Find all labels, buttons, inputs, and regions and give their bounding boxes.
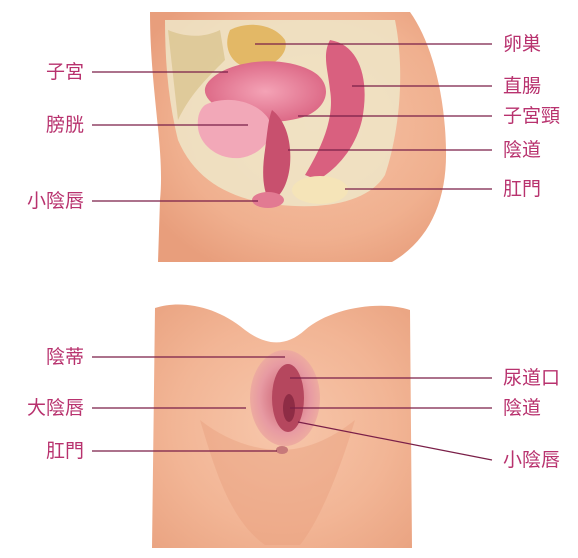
sagittal-section-illustration xyxy=(150,12,446,262)
label-clitoris: 陰蒂 xyxy=(18,346,84,368)
buttock-tissue xyxy=(292,176,348,204)
anus-shape xyxy=(276,446,288,454)
label-labia-minora-top: 小陰唇 xyxy=(4,190,84,212)
label-ovary: 卵巣 xyxy=(503,33,541,55)
labia-section xyxy=(252,192,284,208)
external-view-illustration xyxy=(152,304,412,548)
label-anus-top: 肛門 xyxy=(503,178,541,200)
label-labia-majora: 大陰唇 xyxy=(4,397,84,419)
label-rectum: 直腸 xyxy=(503,75,541,97)
label-uterus: 子宮 xyxy=(18,61,84,83)
label-vagina-bottom: 陰道 xyxy=(503,397,541,419)
label-urethral-opening: 尿道口 xyxy=(503,367,560,389)
label-bladder: 膀胱 xyxy=(18,114,84,136)
label-cervix: 子宮頸 xyxy=(503,105,560,127)
label-labia-minora-bottom: 小陰唇 xyxy=(503,449,560,471)
label-anus-bottom: 肛門 xyxy=(18,440,84,462)
label-vagina-top: 陰道 xyxy=(503,139,541,161)
